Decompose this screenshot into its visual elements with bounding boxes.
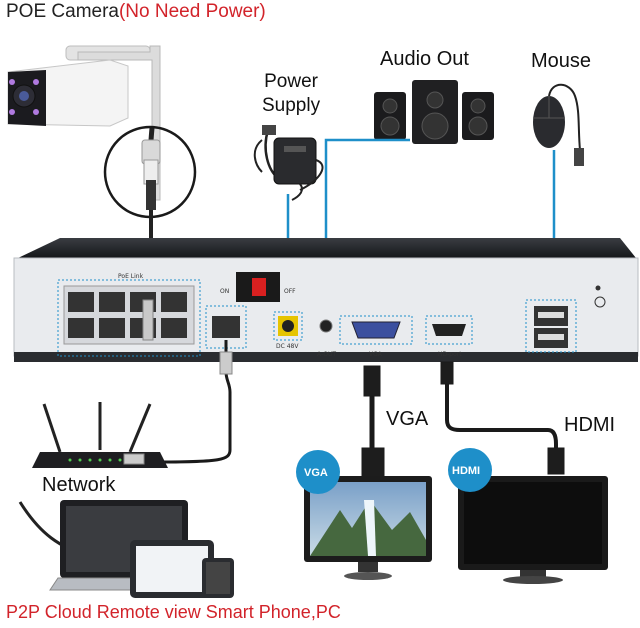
svg-text:HDMI: HDMI [452, 465, 480, 477]
power-supply-label: Power Supply [262, 70, 320, 118]
aout-label: A-OUT [317, 351, 336, 358]
poe-link-label: PoE Link [118, 273, 144, 280]
nvr-recorder [13, 238, 639, 362]
mouse [533, 83, 584, 166]
hdmi-badge: HDMI [448, 448, 492, 492]
svg-text:VGA: VGA [304, 467, 328, 479]
title-main: POE Camera [6, 1, 119, 22]
audio-out-label: Audio Out [380, 48, 469, 70]
power-supply-line2: Supply [262, 95, 321, 116]
vga-badge: VGA [296, 450, 340, 494]
remote-view-caption: P2P Cloud Remote view Smart Phone,PC [6, 602, 341, 622]
speakers [374, 80, 494, 144]
power-supply-line1: Power [264, 71, 318, 92]
switch-on-label: ON [220, 288, 229, 295]
power-adapter [253, 125, 324, 201]
hd-port-label: HD-port [438, 351, 462, 358]
network-label: Network [42, 474, 116, 496]
vga-monitor [304, 476, 432, 580]
laptop-and-devices [18, 500, 234, 598]
hdmi-monitor [458, 476, 608, 584]
mouse-label: Mouse [531, 50, 592, 72]
vga-label: VGA [386, 408, 429, 430]
switch-off-label: OFF [284, 288, 296, 295]
dc-label: DC 48V [276, 343, 299, 350]
title-highlight: (No Need Power) [118, 1, 266, 22]
diagram-title: POE Camera(No Need Power) [6, 1, 266, 23]
router [32, 402, 168, 468]
vga-port-label: VGA [369, 351, 383, 358]
poe-camera [7, 45, 161, 201]
hdmi-label: HDMI [564, 414, 616, 436]
cables-black [159, 340, 565, 479]
